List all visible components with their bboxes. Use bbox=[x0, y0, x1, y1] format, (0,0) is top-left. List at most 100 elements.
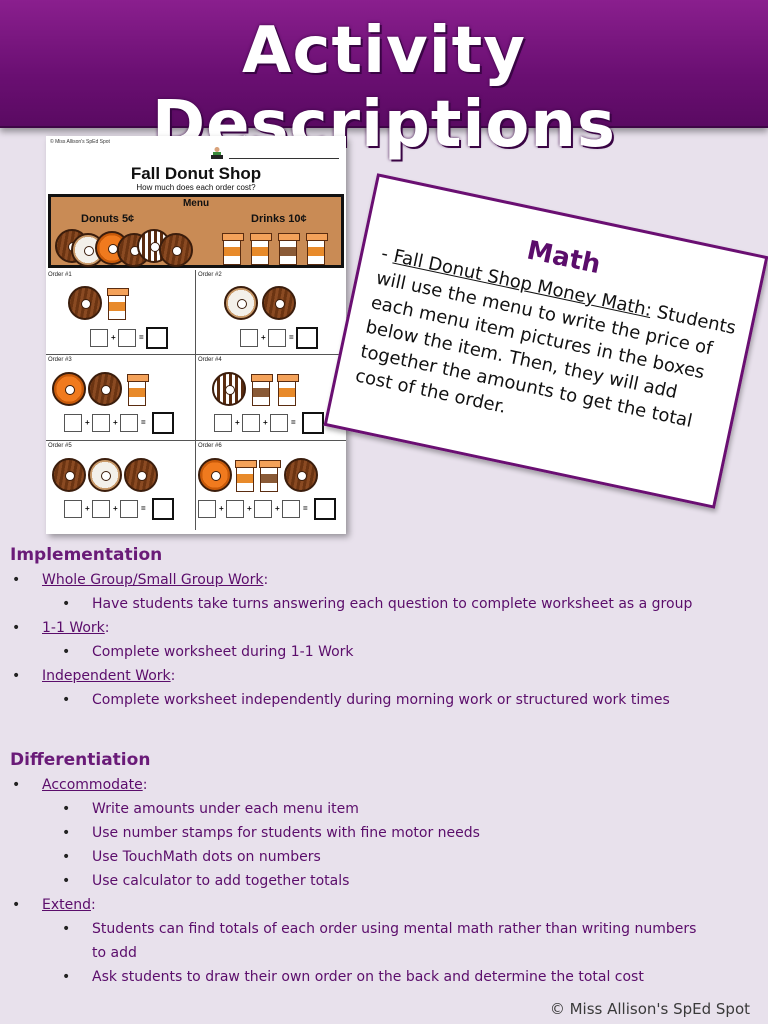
drink-cup-icon bbox=[278, 233, 300, 265]
plus-sign: + bbox=[113, 504, 118, 513]
order-label: Order #6 bbox=[198, 443, 222, 449]
order-label: Order #1 bbox=[48, 272, 72, 278]
list-item-label: Accommodate bbox=[42, 777, 143, 793]
total-box[interactable] bbox=[152, 412, 174, 434]
answer-box[interactable] bbox=[240, 329, 258, 347]
title-banner: Activity Descriptions bbox=[0, 0, 768, 162]
answer-box[interactable] bbox=[270, 414, 288, 432]
equals-sign: = bbox=[289, 333, 294, 342]
donut-icon bbox=[284, 458, 318, 492]
list-item-label: 1-1 Work bbox=[42, 620, 105, 636]
drink-cup-icon bbox=[235, 460, 257, 492]
answer-box[interactable] bbox=[64, 500, 82, 518]
list-item: 1-1 Work: bbox=[10, 616, 760, 640]
drink-cup-icon bbox=[251, 374, 273, 406]
list-item-label: Whole Group/Small Group Work bbox=[42, 572, 264, 588]
name-line bbox=[229, 158, 339, 159]
drinks-price-label: Drinks 10¢ bbox=[251, 213, 307, 225]
list-item-label: Independent Work bbox=[42, 668, 171, 684]
answer-box[interactable] bbox=[282, 500, 300, 518]
donut-icon bbox=[52, 372, 86, 406]
worksheet-credit: © Miss Allison's SpEd Spot bbox=[50, 139, 110, 145]
total-box[interactable] bbox=[302, 412, 324, 434]
implementation-heading: Implementation bbox=[10, 545, 163, 565]
order-label: Order #3 bbox=[48, 357, 72, 363]
menu-label: Menu bbox=[182, 198, 210, 209]
order-label: Order #2 bbox=[198, 272, 222, 278]
answer-box[interactable] bbox=[92, 414, 110, 432]
list-item: Whole Group/Small Group Work: bbox=[10, 568, 760, 592]
total-box[interactable] bbox=[314, 498, 336, 520]
plus-sign: + bbox=[235, 418, 240, 427]
plus-sign: + bbox=[111, 333, 116, 342]
answer-box[interactable] bbox=[198, 500, 216, 518]
total-box[interactable] bbox=[296, 327, 318, 349]
sub-list-item: Use number stamps for students with fine… bbox=[10, 821, 760, 845]
answer-box[interactable] bbox=[268, 329, 286, 347]
sub-list-item: Use calculator to add together totals bbox=[10, 869, 760, 893]
sub-list-item: Complete worksheet independently during … bbox=[10, 688, 760, 712]
answer-box[interactable] bbox=[242, 414, 260, 432]
answer-box[interactable] bbox=[226, 500, 244, 518]
answer-box[interactable] bbox=[90, 329, 108, 347]
order-label: Order #5 bbox=[48, 443, 72, 449]
donut-icon bbox=[224, 286, 258, 320]
donut-icon bbox=[88, 372, 122, 406]
menu-panel: Menu Donuts 5¢ Drinks 10¢ bbox=[48, 194, 344, 268]
donut-icon bbox=[198, 458, 232, 492]
equals-sign: = bbox=[291, 418, 296, 427]
sub-list-item: Write amounts under each menu item bbox=[10, 797, 760, 821]
worksheet-preview: © Miss Allison's SpEd Spot Fall Donut Sh… bbox=[46, 136, 346, 534]
plus-sign: + bbox=[263, 418, 268, 427]
donut-icon bbox=[124, 458, 158, 492]
answer-box[interactable] bbox=[254, 500, 272, 518]
drink-cup-icon bbox=[259, 460, 281, 492]
plus-sign: + bbox=[113, 418, 118, 427]
plus-sign: + bbox=[247, 504, 252, 513]
answer-box[interactable] bbox=[120, 500, 138, 518]
worksheet-title: Fall Donut Shop bbox=[130, 164, 262, 183]
differentiation-heading: Differentiation bbox=[10, 750, 151, 770]
drink-cup-icon bbox=[222, 233, 244, 265]
differentiation-section: Differentiation Accommodate: Write amoun… bbox=[10, 750, 760, 989]
list-item: Independent Work: bbox=[10, 664, 760, 688]
drink-cup-icon bbox=[250, 233, 272, 265]
answer-box[interactable] bbox=[92, 500, 110, 518]
answer-box[interactable] bbox=[120, 414, 138, 432]
drink-cup-icon bbox=[107, 288, 129, 320]
total-box[interactable] bbox=[152, 498, 174, 520]
grid-divider bbox=[46, 440, 346, 441]
donuts-price-label: Donuts 5¢ bbox=[81, 213, 135, 225]
sub-list-item: Students can find totals of each order u… bbox=[10, 917, 710, 965]
list-item: Accommodate: bbox=[10, 773, 760, 797]
drink-cup-icon bbox=[127, 374, 149, 406]
order-label: Order #4 bbox=[198, 357, 222, 363]
sub-list-item: Use TouchMath dots on numbers bbox=[10, 845, 760, 869]
dash-bullet: - bbox=[379, 243, 391, 266]
name-stamp-icon bbox=[211, 147, 223, 159]
grid-divider bbox=[46, 354, 346, 355]
donut-icon bbox=[212, 372, 246, 406]
math-card: Math -Fall Donut Shop Money Math: Studen… bbox=[323, 173, 768, 509]
plus-sign: + bbox=[85, 418, 90, 427]
copyright-footer: © Miss Allison's SpEd Spot bbox=[549, 1000, 750, 1018]
answer-box[interactable] bbox=[64, 414, 82, 432]
implementation-section: Implementation Whole Group/Small Group W… bbox=[10, 545, 760, 712]
sub-list-item: Complete worksheet during 1-1 Work bbox=[10, 640, 760, 664]
answer-box[interactable] bbox=[118, 329, 136, 347]
equals-sign: = bbox=[139, 333, 144, 342]
equals-sign: = bbox=[141, 504, 146, 513]
donut-icon bbox=[88, 458, 122, 492]
answer-box[interactable] bbox=[214, 414, 232, 432]
donut-icon bbox=[52, 458, 86, 492]
total-box[interactable] bbox=[146, 327, 168, 349]
grid-divider bbox=[195, 270, 196, 530]
donut-icon bbox=[68, 286, 102, 320]
drink-cup-icon bbox=[306, 233, 328, 265]
list-item-label: Extend bbox=[42, 897, 91, 913]
equals-sign: = bbox=[141, 418, 146, 427]
donut-icon bbox=[71, 233, 105, 267]
plus-sign: + bbox=[85, 504, 90, 513]
sub-list-item: Have students take turns answering each … bbox=[10, 592, 760, 616]
donut-icon bbox=[262, 286, 296, 320]
